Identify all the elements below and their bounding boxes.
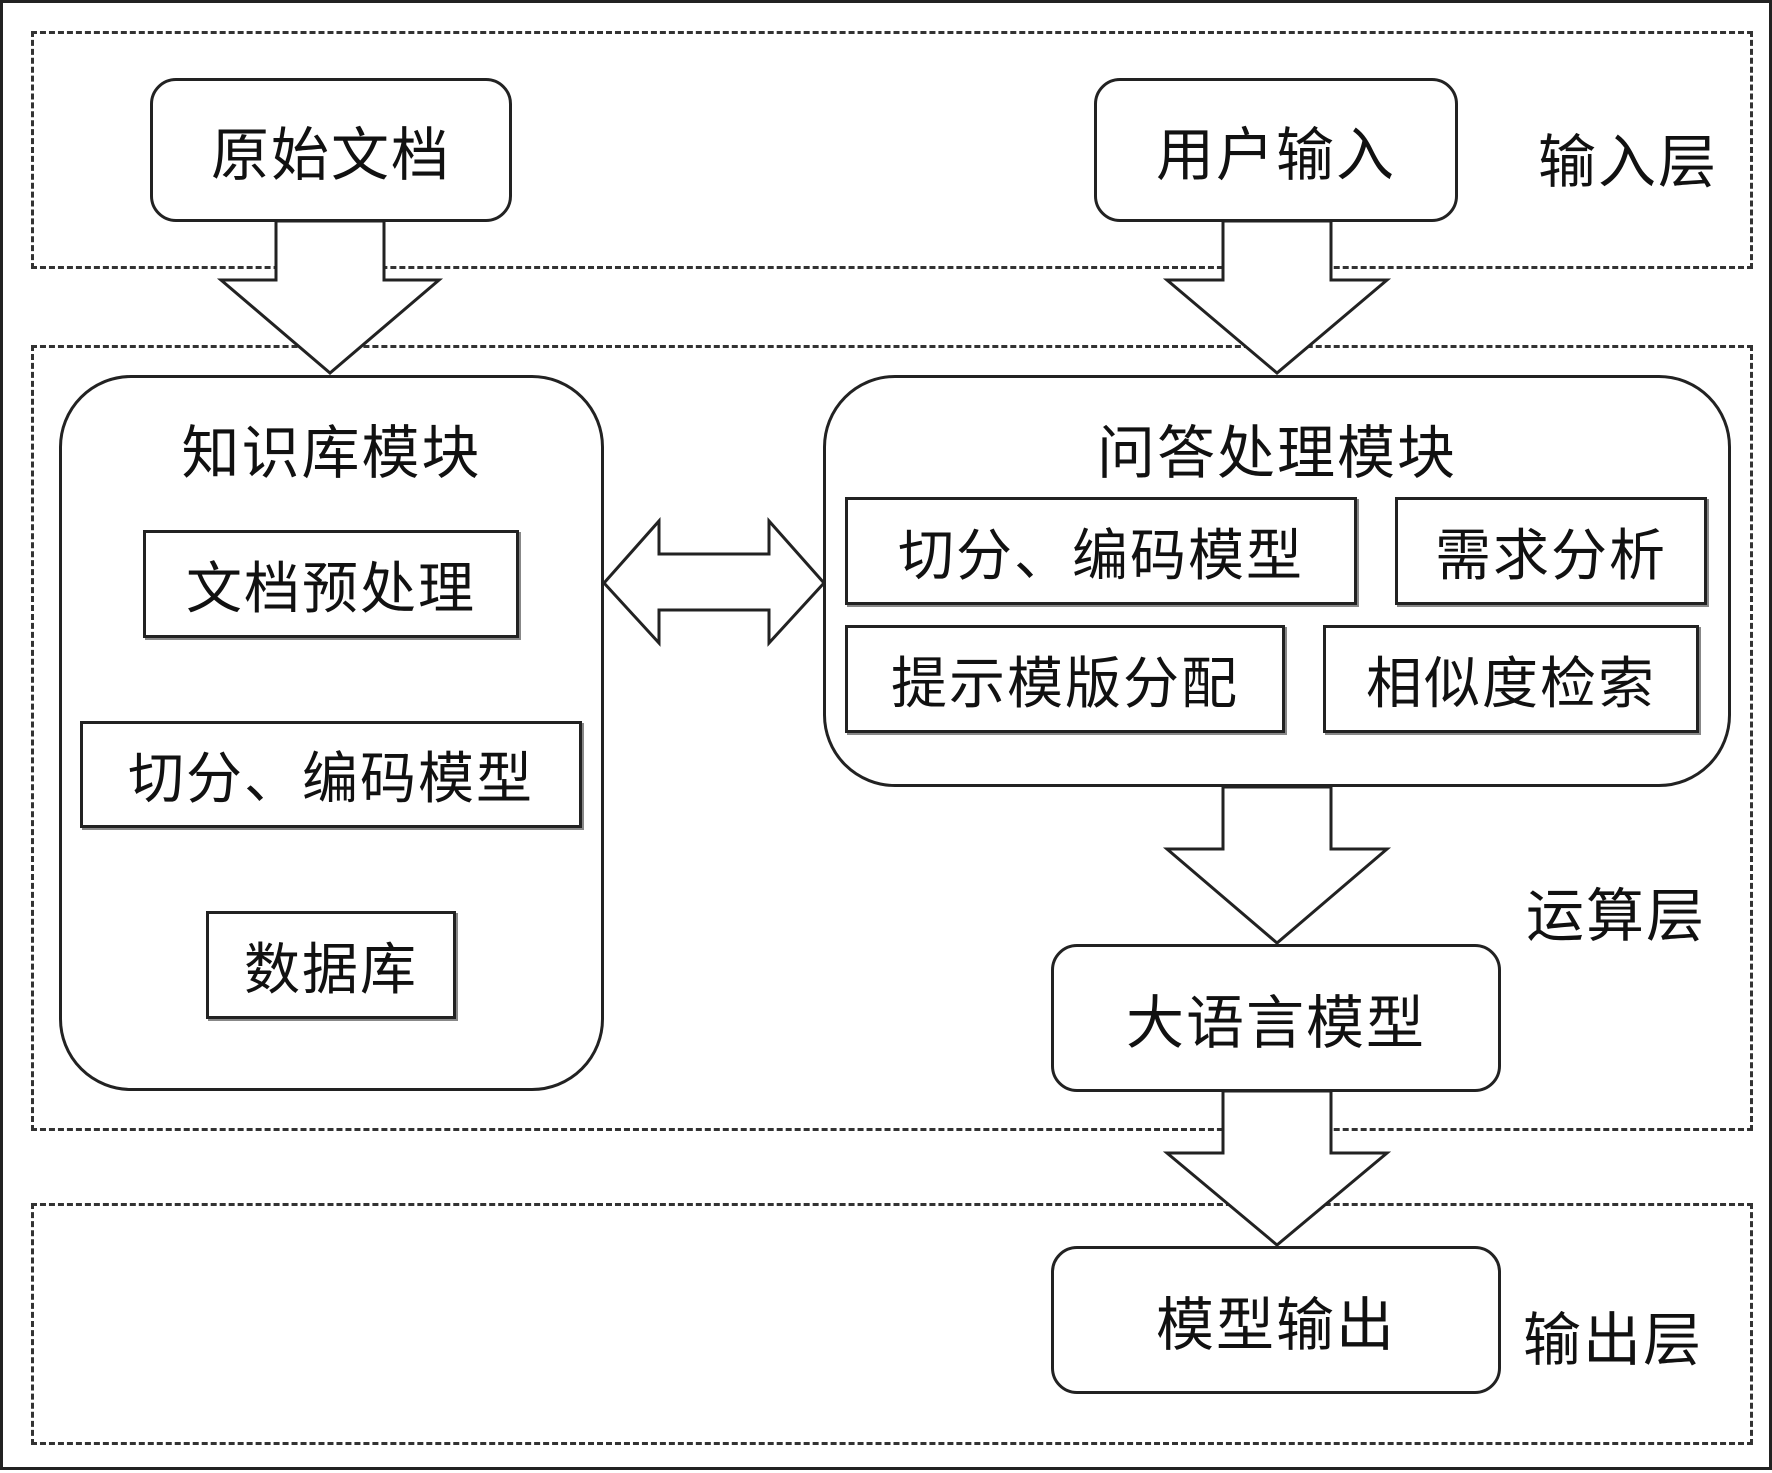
qa-split-encode-model: 切分、编码模型 bbox=[845, 497, 1357, 605]
output-layer-label: 输出层 bbox=[1523, 1306, 1704, 1374]
raw-documents-box: 原始文档 bbox=[150, 78, 512, 222]
arrow-llm-to-output bbox=[1162, 1089, 1392, 1247]
user-input-box: 用户输入 bbox=[1094, 78, 1458, 222]
knowledge-base-module-title: 知识库模块 bbox=[181, 419, 482, 487]
compute-layer-label: 运算层 bbox=[1526, 882, 1707, 950]
input-layer-frame bbox=[31, 31, 1753, 269]
model-output-box: 模型输出 bbox=[1051, 1246, 1501, 1394]
arrow-docs-to-kb bbox=[216, 219, 444, 375]
arrow-user-to-qa bbox=[1162, 219, 1392, 375]
qa-prompt-template-assign: 提示模版分配 bbox=[845, 625, 1285, 733]
compute-layer-frame bbox=[31, 345, 1753, 1131]
output-layer-frame bbox=[31, 1203, 1753, 1445]
kb-doc-preprocess: 文档预处理 bbox=[143, 530, 519, 638]
qa-requirement-analysis: 需求分析 bbox=[1395, 497, 1707, 605]
arrow-qa-to-llm bbox=[1162, 785, 1392, 945]
input-layer-label: 输入层 bbox=[1538, 128, 1719, 196]
kb-split-encode-model: 切分、编码模型 bbox=[80, 721, 582, 828]
arrow-kb-qa-bidirectional bbox=[601, 517, 827, 647]
arrows-layer bbox=[216, 219, 1392, 1247]
llm-box: 大语言模型 bbox=[1051, 944, 1501, 1092]
kb-database: 数据库 bbox=[206, 911, 456, 1019]
qa-similarity-retrieval: 相似度检索 bbox=[1323, 625, 1699, 733]
qa-processing-module-title: 问答处理模块 bbox=[1096, 419, 1457, 487]
